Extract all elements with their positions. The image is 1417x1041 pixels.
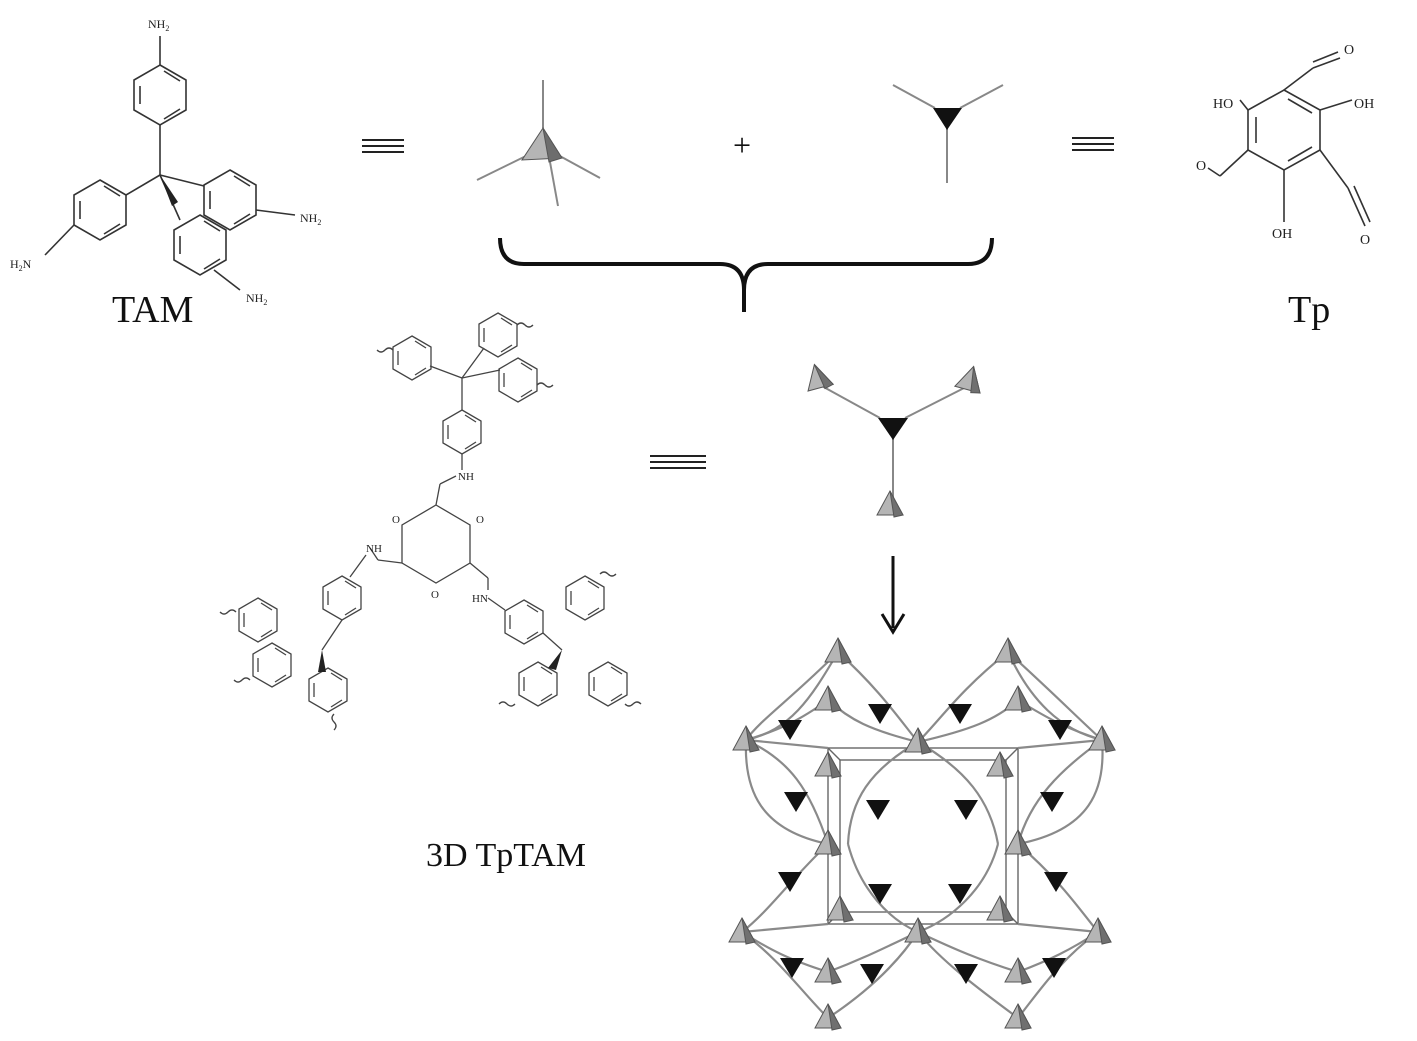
tp-oh-bottom: OH (1272, 227, 1292, 242)
combine-brace (498, 237, 994, 312)
tp-structure: O OH HO O OH O (1196, 43, 1374, 248)
equivalence-sign (362, 139, 404, 153)
equivalence-sign-3 (650, 455, 706, 469)
tp-o-bottom: O (1360, 233, 1370, 248)
tp-o-left: O (1196, 159, 1206, 174)
tetrahedral-node (476, 80, 601, 207)
3d-network (728, 637, 1116, 1031)
tp-oh-right: OH (1354, 97, 1374, 112)
plus-sign: + (733, 127, 751, 163)
tp-o-top: O (1344, 43, 1354, 58)
product-label: 3D TpTAM (426, 837, 586, 874)
tam-structure: NH2 H2N NH2 NH2 (10, 17, 321, 307)
equivalence-sign-2 (1072, 137, 1114, 151)
tam-nh2-top: NH2 (148, 17, 169, 33)
svg-text:O: O (431, 589, 439, 601)
tam-label: TAM (112, 289, 193, 331)
tam-nh2-bottom: NH2 (246, 291, 267, 307)
svg-text:O: O (476, 514, 484, 526)
tptam-hn-right: HN (472, 593, 488, 605)
triangular-node (892, 84, 1004, 183)
tptam-nh-left: NH (366, 543, 382, 555)
tam-nh2-right: NH2 (300, 211, 321, 227)
tam-h2n-left: H2N (10, 257, 32, 273)
tptam-structure: O O O NH NH HN (219, 312, 642, 731)
tp-label: Tp (1288, 289, 1330, 331)
tp-ho-left: HO (1213, 97, 1233, 112)
node-motif (801, 360, 987, 518)
svg-text:O: O (392, 514, 400, 526)
tptam-nh-top: NH (458, 471, 474, 483)
down-arrow (880, 556, 906, 635)
